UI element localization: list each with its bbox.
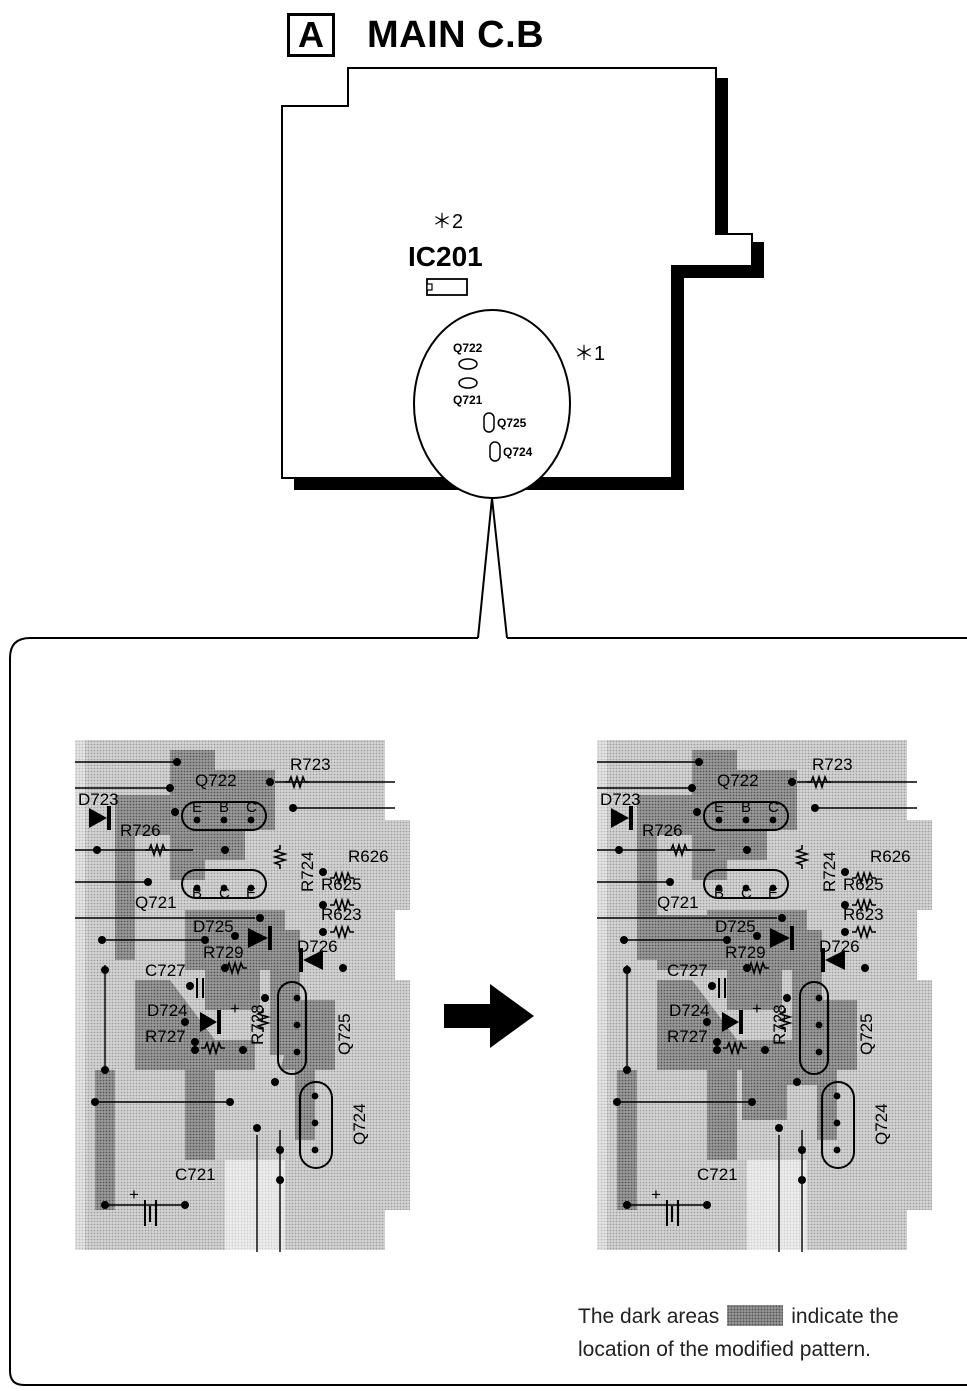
label-q724: Q724 xyxy=(350,1103,369,1145)
pin-q722-e: E xyxy=(192,799,202,816)
change-arrow-icon xyxy=(444,984,534,1048)
label-d724: D724 xyxy=(147,1001,188,1020)
overview-q725-outline xyxy=(483,412,495,433)
label-d726-after: D726 xyxy=(819,937,860,956)
label-r729-after: R729 xyxy=(725,943,766,962)
overview-q724-outline xyxy=(489,441,501,462)
legend-text-line2: location of the modified pattern. xyxy=(578,1338,872,1361)
pin-q721-e: E xyxy=(246,885,256,902)
label-c721-after: C721 xyxy=(697,1165,738,1184)
label-plus-c721: + xyxy=(129,1185,139,1204)
label-plus-c727: + xyxy=(230,999,240,1018)
overview-q721-outline xyxy=(458,377,478,389)
label-r724: R724 xyxy=(298,851,317,892)
label-q725-after: Q725 xyxy=(857,1013,876,1055)
board-letter-box: A xyxy=(287,13,335,57)
label-r626: R626 xyxy=(348,847,389,866)
label-q721: Q721 xyxy=(135,893,177,912)
label-d723-after: D723 xyxy=(600,790,641,809)
pin-q722-c-after: C xyxy=(768,799,779,816)
legend-swatch xyxy=(727,1305,784,1326)
label-plus-c721-after: + xyxy=(651,1185,661,1204)
overview-label-q725: Q725 xyxy=(497,416,527,430)
sheet-title: A MAIN C.B xyxy=(287,10,544,60)
pin-q721-b: B xyxy=(192,885,202,902)
note-1-mark: ＊1 xyxy=(574,343,605,365)
pin-q722-c: C xyxy=(246,799,257,816)
legend-text-after: indicate the xyxy=(791,1305,899,1328)
pin-q721-e-after: E xyxy=(768,885,778,902)
label-q725: Q725 xyxy=(335,1013,354,1055)
label-c727-after: C727 xyxy=(667,961,708,980)
overview-q722-outline xyxy=(458,358,478,370)
pin-q722-b-after: B xyxy=(741,799,751,816)
callout-wedge xyxy=(477,497,508,639)
pin-q722-b: B xyxy=(219,799,229,816)
label-d724-after: D724 xyxy=(669,1001,710,1020)
pin-q721-b-after: B xyxy=(714,885,724,902)
overview-label-q724: Q724 xyxy=(503,445,533,459)
board-name: MAIN C.B xyxy=(367,13,545,56)
label-c727: C727 xyxy=(145,961,186,980)
label-r727: R727 xyxy=(145,1027,186,1046)
label-r623: R623 xyxy=(321,905,362,924)
legend-note: The dark areas indicate the location of t… xyxy=(578,1300,958,1366)
pin-q721-c: C xyxy=(219,885,230,902)
ic201-outline xyxy=(426,278,468,296)
overview-label-q721: Q721 xyxy=(453,393,483,407)
label-d726: D726 xyxy=(297,937,338,956)
label-r625: R625 xyxy=(321,875,362,894)
label-r724-after: R724 xyxy=(820,851,839,892)
label-q722: Q722 xyxy=(195,771,237,790)
ic201-label: IC201 xyxy=(408,241,483,272)
label-q722-after: Q722 xyxy=(717,771,759,790)
pcb-after: Q722 R723 D723 R726 R626 R625 Q721 R623 … xyxy=(597,740,932,1252)
label-r728: R728 xyxy=(248,1004,267,1045)
label-d725-after: D725 xyxy=(715,917,756,936)
label-r625-after: R625 xyxy=(843,875,884,894)
label-d723: D723 xyxy=(78,790,119,809)
label-plus-c727-after: + xyxy=(752,999,762,1018)
legend-text-before: The dark areas xyxy=(578,1305,720,1328)
label-r727-after: R727 xyxy=(667,1027,708,1046)
board-outline xyxy=(281,67,764,490)
magnifier-ellipse xyxy=(413,309,571,499)
note-2-mark: ＊2 xyxy=(432,211,463,233)
label-q721-after: Q721 xyxy=(657,893,699,912)
pin-q722-e-after: E xyxy=(714,799,724,816)
label-r726: R726 xyxy=(120,821,161,840)
detail-frame xyxy=(9,637,967,1386)
label-c721: C721 xyxy=(175,1165,216,1184)
label-d725: D725 xyxy=(193,917,234,936)
label-r626-after: R626 xyxy=(870,847,911,866)
overview-label-q722: Q722 xyxy=(453,341,483,355)
pin-q721-c-after: C xyxy=(741,885,752,902)
label-r729: R729 xyxy=(203,943,244,962)
label-r726-after: R726 xyxy=(642,821,683,840)
label-r723-after: R723 xyxy=(812,755,853,774)
label-r728-after: R728 xyxy=(770,1004,789,1045)
label-q724-after: Q724 xyxy=(872,1103,891,1145)
pcb-before: Q722 R723 D723 R726 R626 R625 Q721 R623 … xyxy=(75,740,410,1252)
label-r623-after: R623 xyxy=(843,905,884,924)
label-r723: R723 xyxy=(290,755,331,774)
